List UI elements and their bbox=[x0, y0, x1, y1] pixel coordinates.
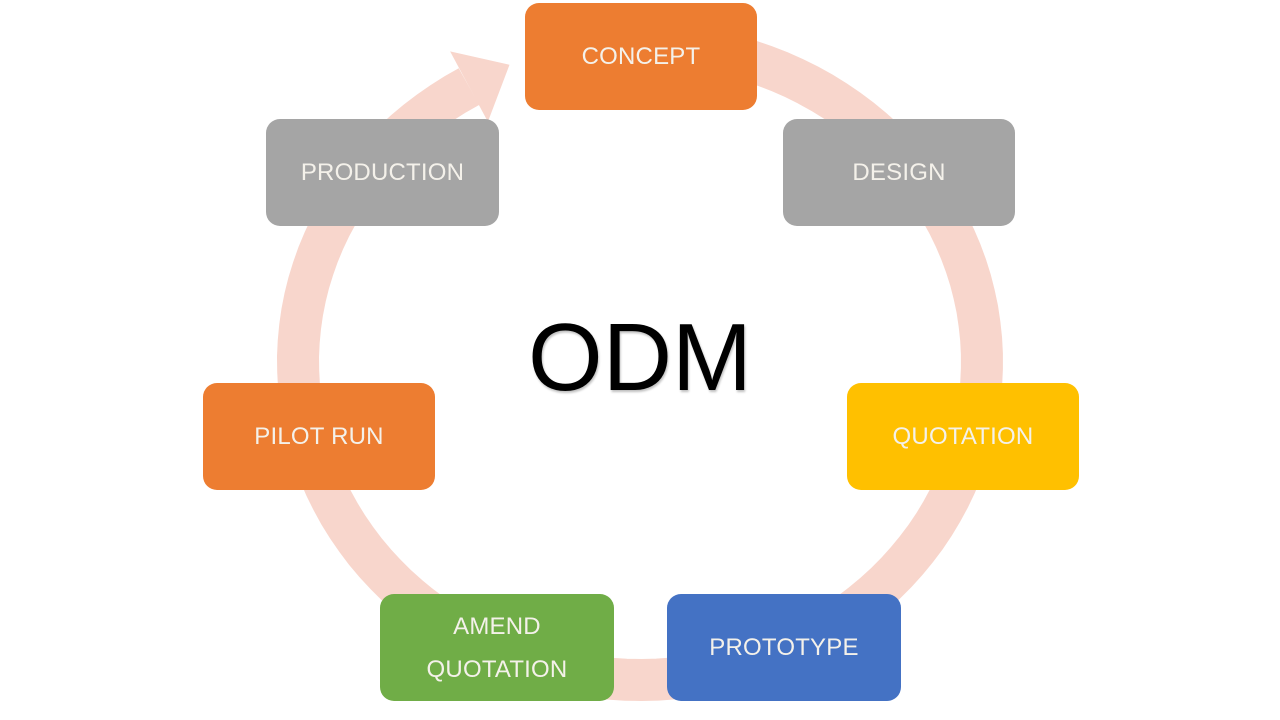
step-concept: CONCEPT bbox=[525, 3, 757, 110]
step-label: PILOT RUN bbox=[254, 423, 384, 450]
step-design: DESIGN bbox=[783, 119, 1015, 226]
step-quotation: QUOTATION bbox=[847, 383, 1079, 490]
diagram-title: ODM bbox=[528, 304, 752, 411]
step-label: QUOTATION bbox=[892, 423, 1034, 450]
step-pilot-run: PILOT RUN bbox=[203, 383, 435, 490]
step-label: PROTOTYPE bbox=[709, 634, 859, 661]
step-label: CONCEPT bbox=[581, 43, 701, 70]
step-production: PRODUCTION bbox=[266, 119, 499, 226]
arrowhead-icon bbox=[450, 51, 510, 122]
step-prototype: PROTOTYPE bbox=[667, 594, 901, 701]
step-label-line-2: QUOTATION bbox=[426, 655, 568, 683]
step-label: PRODUCTION bbox=[300, 159, 465, 186]
step-label-line-1: AMEND bbox=[453, 612, 541, 640]
step-amend-quotation: AMEND QUOTATION bbox=[380, 594, 614, 701]
step-label: DESIGN bbox=[852, 159, 946, 186]
